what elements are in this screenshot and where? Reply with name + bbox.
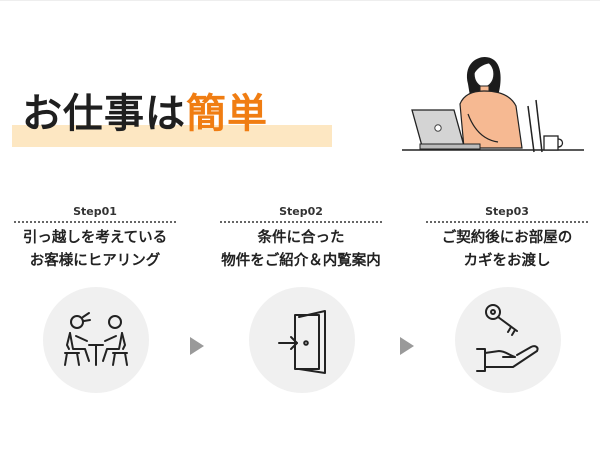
step-text-line2: カギをお渡し bbox=[463, 253, 551, 269]
step-text-line1: ご契約後にお部屋の bbox=[441, 230, 573, 246]
step-label: Step03 bbox=[485, 205, 529, 218]
step-text-line1: 引っ越しを考えている bbox=[22, 230, 168, 246]
step-description: 条件に合った 物件をご紹介＆内覧案内 bbox=[212, 227, 390, 273]
step-card-1: Step01 引っ越しを考えている お客様にヒアリング bbox=[6, 200, 184, 393]
step-icon-circle bbox=[455, 287, 561, 393]
next-step-arrow bbox=[400, 337, 414, 355]
step-icon-circle bbox=[43, 287, 149, 393]
door-entry-icon bbox=[278, 310, 326, 374]
woman-laptop-illustration bbox=[402, 57, 584, 153]
meeting-icon bbox=[64, 312, 128, 366]
dotted-divider bbox=[220, 221, 382, 223]
step-text-line2: 物件をご紹介＆内覧案内 bbox=[221, 253, 381, 269]
step-description: 引っ越しを考えている お客様にヒアリング bbox=[6, 227, 184, 273]
dotted-divider bbox=[426, 221, 588, 223]
title-highlight-bar bbox=[12, 125, 332, 147]
step-icon-circle bbox=[249, 287, 355, 393]
step-text-line2: お客様にヒアリング bbox=[29, 253, 161, 269]
top-divider bbox=[0, 0, 600, 1]
step-card-2: Step02 条件に合った 物件をご紹介＆内覧案内 bbox=[212, 200, 390, 393]
key-handover-icon bbox=[476, 304, 539, 372]
hero-title-plain: お仕事は bbox=[22, 91, 186, 137]
step-text-line1: 条件に合った bbox=[257, 230, 345, 246]
hero-title-accent: 簡単 bbox=[186, 91, 268, 137]
step-card-3: Step03 ご契約後にお部屋の カギをお渡し bbox=[418, 200, 596, 393]
hero-title: お仕事は簡単 bbox=[22, 86, 268, 142]
dotted-divider bbox=[14, 221, 176, 223]
next-step-arrow bbox=[190, 337, 204, 355]
step-label: Step02 bbox=[279, 205, 323, 218]
step-description: ご契約後にお部屋の カギをお渡し bbox=[418, 227, 596, 273]
step-label: Step01 bbox=[73, 205, 117, 218]
